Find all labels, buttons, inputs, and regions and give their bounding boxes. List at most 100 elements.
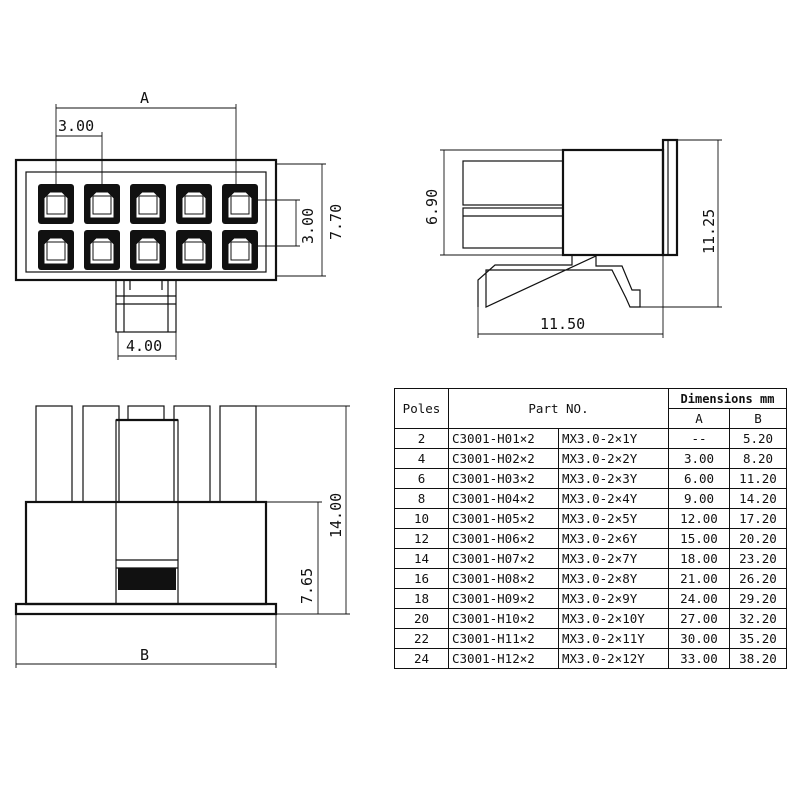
- table-cell-part2: MX3.0-2×2Y: [558, 448, 669, 469]
- header-b: B: [729, 408, 787, 429]
- table-cell-poles: 18: [394, 588, 449, 609]
- dim-B-label: B: [140, 646, 149, 664]
- pin-cavity-inner: [181, 237, 207, 265]
- table-header-row-1: Poles Part NO. Dimensions mm: [394, 388, 787, 429]
- table-cell-b: 38.20: [729, 648, 787, 669]
- table-cell-part1: C3001-H05×2: [448, 508, 559, 529]
- header-poles: Poles: [394, 388, 449, 429]
- dim-B: B: [15, 614, 277, 668]
- table-cell-part2: MX3.0-2×9Y: [558, 588, 669, 609]
- table-cell-part1: C3001-H06×2: [448, 528, 559, 549]
- table-cell-poles: 10: [394, 508, 449, 529]
- dim-11-50: 11.50: [477, 255, 664, 338]
- table-cell-a: 30.00: [668, 628, 730, 649]
- table-cell-part2: MX3.0-2×1Y: [558, 428, 669, 449]
- table-cell-poles: 14: [394, 548, 449, 569]
- dim-6-90: 6.90: [423, 149, 563, 256]
- table-cell-poles: 16: [394, 568, 449, 589]
- dim-A: A: [55, 89, 237, 185]
- pin-cavity-key: [92, 195, 112, 215]
- side-flange: [661, 138, 679, 257]
- pin-cavity: [176, 184, 212, 224]
- side-pin-upper: [462, 160, 564, 206]
- pin-cavity: [84, 230, 120, 270]
- pin-cavity-inner: [89, 237, 115, 265]
- side-pin-lower: [462, 207, 564, 249]
- dim-3-00-top: 3.00: [56, 117, 103, 185]
- dim-11-25-label: 11.25: [700, 209, 718, 254]
- table-cell-b: 26.20: [729, 568, 787, 589]
- dim-right-front: 3.00 7.70: [254, 163, 345, 277]
- table-cell-part1: C3001-H11×2: [448, 628, 559, 649]
- table-cell-a: 6.00: [668, 468, 730, 489]
- table-cell-a: 24.00: [668, 588, 730, 609]
- pin-cavity-key: [46, 195, 66, 215]
- bottom-base: [14, 602, 278, 616]
- side-latch: [477, 255, 641, 308]
- pin-cavity-key: [184, 241, 204, 261]
- table-cell-b: 23.20: [729, 548, 787, 569]
- pin-cavity: [84, 184, 120, 224]
- dim-6-90-label: 6.90: [423, 189, 441, 225]
- table-cell-a: 12.00: [668, 508, 730, 529]
- bottom-latch: [115, 418, 179, 605]
- pin-cavity: [130, 230, 166, 270]
- table-cell-poles: 2: [394, 428, 449, 449]
- table-cell-part1: C3001-H04×2: [448, 488, 559, 509]
- table-cell-b: 8.20: [729, 448, 787, 469]
- pin-cavity-key: [138, 195, 158, 215]
- table-cell-part1: C3001-H02×2: [448, 448, 559, 469]
- table-cell-a: 21.00: [668, 568, 730, 589]
- table-cell-b: 14.20: [729, 488, 787, 509]
- pin-cavity-key: [184, 195, 204, 215]
- table-cell-poles: 12: [394, 528, 449, 549]
- table-cell-b: 35.20: [729, 628, 787, 649]
- table-cell-a: 15.00: [668, 528, 730, 549]
- table-cell-poles: 20: [394, 608, 449, 629]
- table-cell-poles: 22: [394, 628, 449, 649]
- table-cell-part1: C3001-H08×2: [448, 568, 559, 589]
- table-cell-a: --: [668, 428, 730, 449]
- table-cell-poles: 24: [394, 648, 449, 669]
- pin-cavity: [222, 230, 258, 270]
- pin-cavity-key: [230, 241, 250, 261]
- pin-cavity-inner: [135, 237, 161, 265]
- table-cell-b: 29.20: [729, 588, 787, 609]
- table-cell-b: 20.20: [729, 528, 787, 549]
- table-cell-part1: C3001-H01×2: [448, 428, 559, 449]
- pin-cavity: [130, 184, 166, 224]
- pin-cavity-inner: [181, 191, 207, 219]
- dim-11-50-label: 11.50: [540, 315, 585, 333]
- pin-cavity-inner: [43, 191, 69, 219]
- table-cell-part2: MX3.0-2×5Y: [558, 508, 669, 529]
- table-cell-part2: MX3.0-2×6Y: [558, 528, 669, 549]
- side-view: 6.90 11.25 11.50: [423, 138, 722, 338]
- table-cell-a: 33.00: [668, 648, 730, 669]
- table-cell-part2: MX3.0-2×11Y: [558, 628, 669, 649]
- pin-cavity-inner: [227, 191, 253, 219]
- pin-cavities: [38, 184, 258, 270]
- side-body: [561, 148, 665, 257]
- dim-A-label: A: [140, 89, 149, 107]
- table-cell-poles: 4: [394, 448, 449, 469]
- dim-7-70-label: 7.70: [327, 204, 345, 240]
- table-cell-part1: C3001-H12×2: [448, 648, 559, 669]
- table-cell-part1: C3001-H03×2: [448, 468, 559, 489]
- pin-cavity-key: [46, 241, 66, 261]
- pin-cavity: [176, 230, 212, 270]
- table-cell-part1: C3001-H09×2: [448, 588, 559, 609]
- dim-4-00-label: 4.00: [126, 337, 162, 355]
- table-cell-a: 27.00: [668, 608, 730, 629]
